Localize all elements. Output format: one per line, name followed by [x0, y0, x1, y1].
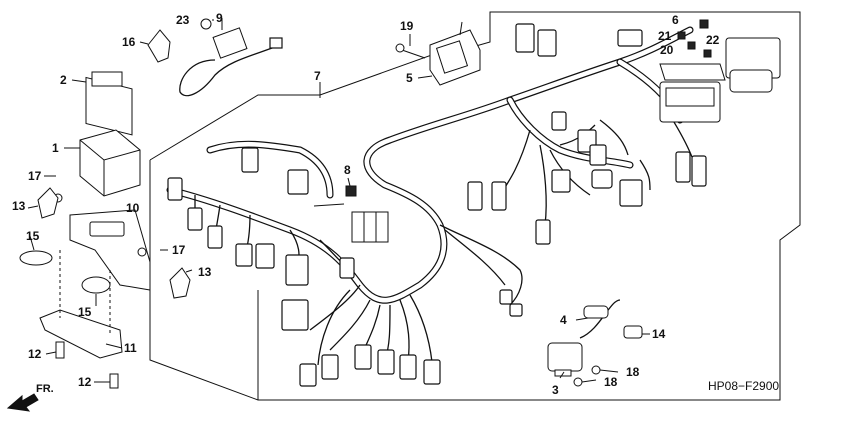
part-23-bolt: [200, 18, 212, 30]
front-direction-arrow: FR.: [6, 383, 54, 412]
callout-15: 15: [26, 229, 40, 243]
part-12-screws: [55, 341, 119, 389]
part-1-ecu: [79, 129, 141, 197]
front-direction-label: FR.: [36, 383, 54, 395]
part-14-connector: [623, 325, 643, 339]
part-13-clamp-left: [37, 187, 59, 219]
callout-23: 23: [176, 13, 190, 27]
callout-19: 19: [400, 19, 414, 33]
callout-8: 8: [344, 163, 351, 177]
callout-13b: 13: [198, 265, 212, 279]
callout-5: 5: [406, 71, 413, 85]
callout-16: 16: [122, 35, 136, 49]
callout-21: 21: [658, 29, 672, 43]
part-2-relay: [85, 71, 133, 136]
callout-15b: 15: [78, 305, 92, 319]
callout-12: 12: [28, 347, 42, 361]
part-15-band-right: [81, 276, 111, 294]
part-13-clamp-right: [169, 267, 191, 299]
fuse-box-assembly: [659, 19, 781, 123]
callout-3: 3: [552, 383, 559, 397]
harness-boundary-outline: [149, 11, 801, 401]
part-11-cover: [39, 250, 123, 359]
part-8-connector: [313, 185, 389, 243]
callout-11: 11: [124, 341, 137, 355]
part-5-regulator: [429, 21, 481, 86]
part-9-ground-cable: [179, 27, 283, 97]
part-19-bolt: [395, 43, 426, 59]
harness-connectors: [167, 23, 707, 387]
callout-1: 1: [52, 141, 59, 155]
leader-lines: [27, 18, 650, 383]
part-16-clip: [147, 29, 171, 63]
callout-20: 20: [660, 43, 674, 57]
main-wire-harness: [166, 26, 696, 366]
callout-7: 7: [314, 69, 321, 83]
callout-22: 22: [706, 33, 720, 47]
callout-14: 14: [652, 327, 666, 341]
callout-6: 6: [672, 13, 679, 27]
callout-18: 18: [626, 365, 640, 379]
callout-labels: 1 2 3 4 5 6 7 8 9 10 11 12 12 13 13 14 1…: [12, 11, 720, 397]
part-3-ignition-coil: [547, 342, 583, 377]
callout-12b: 12: [78, 375, 92, 389]
callout-17b: 17: [172, 243, 186, 257]
callout-4: 4: [560, 313, 567, 327]
callout-10: 10: [126, 201, 140, 215]
figure-code: HP08−F2900: [708, 379, 779, 393]
callout-13: 13: [12, 199, 26, 213]
callout-2: 2: [60, 73, 67, 87]
callout-17: 17: [28, 169, 42, 183]
callout-9: 9: [216, 11, 223, 25]
callout-18b: 18: [604, 375, 618, 389]
part-4-cap: [579, 299, 621, 339]
part-15-band-left: [19, 250, 53, 266]
